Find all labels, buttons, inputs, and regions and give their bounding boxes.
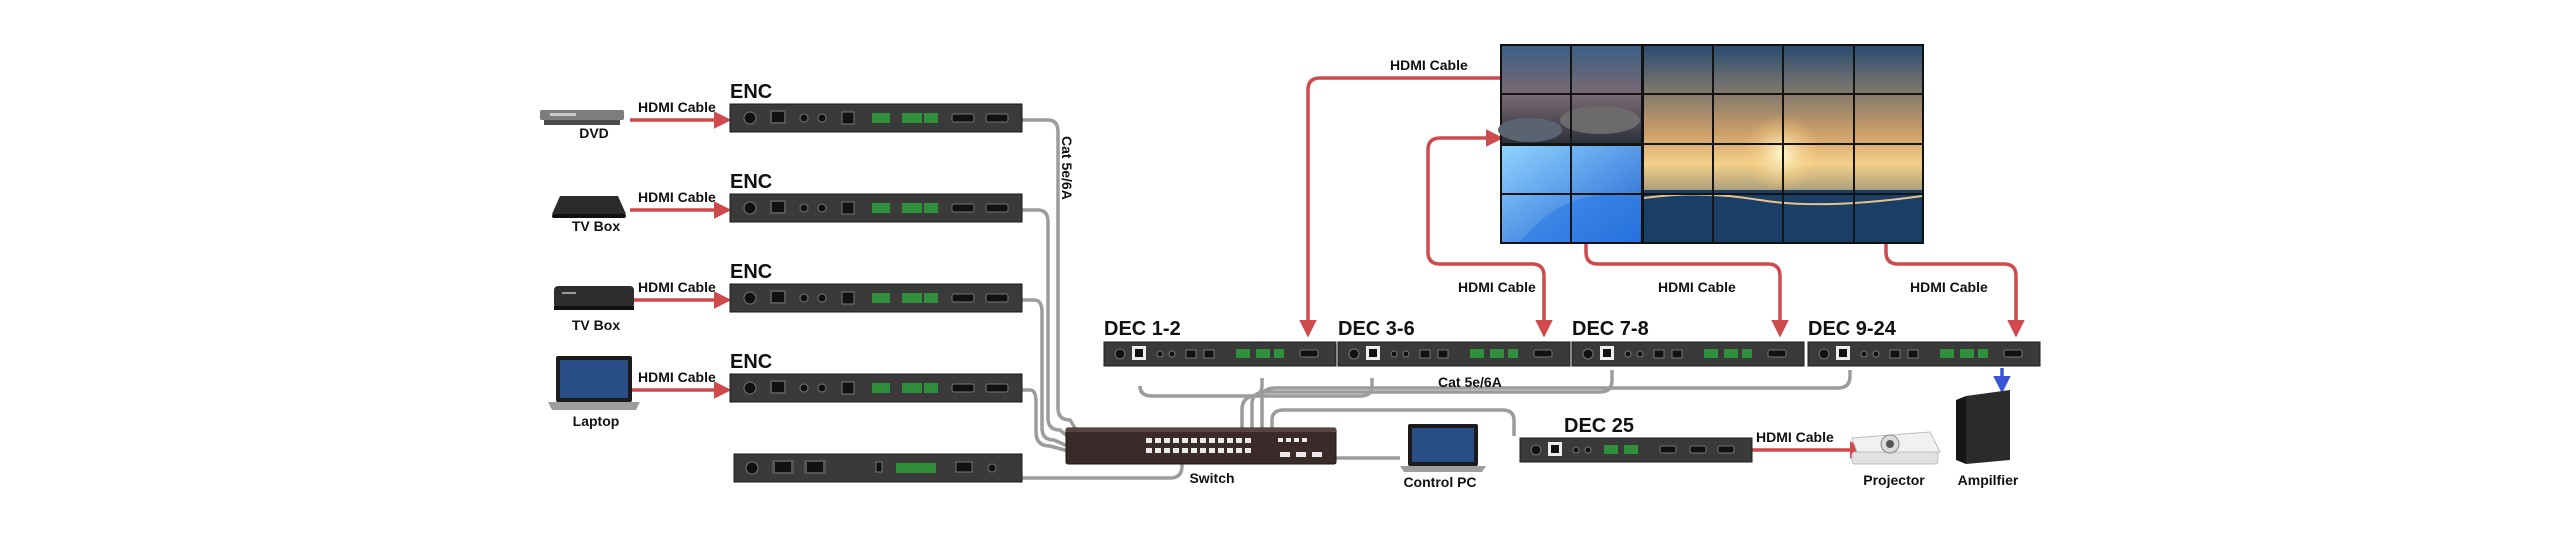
cat-cable-dec36 — [1240, 378, 1374, 432]
encoder-1 — [729, 103, 1023, 133]
tv-box-icon — [552, 196, 626, 218]
cat-cable-dec25 — [1270, 408, 1516, 436]
hdmi-cable-label-3: HDMI Cable — [638, 279, 716, 295]
source-label-dvd: DVD — [579, 125, 609, 141]
decoder-label-25: DEC 25 — [1564, 415, 1634, 437]
cat-cable-dec12 — [1138, 378, 1264, 398]
hdmi-cable-label-wall-1: HDMI Cable — [1390, 57, 1468, 73]
hdmi-cable-label-projector: HDMI Cable — [1756, 429, 1834, 445]
hdmi-cable-dec12-wall — [1299, 76, 1500, 338]
decoder-label-1-2: DEC 1-2 — [1104, 318, 1181, 340]
encoder-label-1: ENC — [730, 81, 772, 103]
hdmi-cables — [630, 76, 2025, 459]
speaker-icon — [1956, 390, 2010, 464]
cat-cable-dec924 — [1260, 370, 1852, 432]
cat-cable-enc1 — [1022, 118, 1077, 429]
hdmi-cable-label-wall-4: HDMI Cable — [1910, 279, 1988, 295]
hdmi-cable-label-wall-2: HDMI Cable — [1458, 279, 1536, 295]
network-switch-icon — [1065, 427, 1337, 465]
hdmi-cable-label-wall-3: HDMI Cable — [1658, 279, 1736, 295]
decoder-dec-9-24 — [1807, 341, 2041, 367]
dvd-player-icon — [540, 110, 624, 125]
cat-cable-label-vertical: Cat 5e/6A — [1059, 136, 1075, 200]
video-wall-icon — [1498, 44, 1924, 244]
source-label-laptop: Laptop — [573, 413, 620, 429]
decoder-dec-7-8 — [1571, 341, 1805, 367]
controller-box — [733, 453, 1023, 483]
hdmi-cable-label-4: HDMI Cable — [638, 369, 716, 385]
tv-box-icon — [554, 286, 634, 310]
control-pc-label: Control PC — [1403, 474, 1476, 490]
projector-icon — [1851, 431, 1941, 465]
decoder-label-3-6: DEC 3-6 — [1338, 318, 1415, 340]
decoder-dec-25 — [1519, 437, 1753, 463]
switch-label: Switch — [1189, 470, 1234, 486]
cat-cable-label-horizontal: Cat 5e/6A — [1438, 374, 1502, 390]
encoder-3 — [729, 283, 1023, 313]
hdmi-cable-label-2: HDMI Cable — [638, 189, 716, 205]
decoder-dec-1-2 — [1103, 341, 1337, 367]
encoder-label-2: ENC — [730, 171, 772, 193]
laptop-icon — [548, 356, 640, 410]
hdmi-cable-dec78-wall — [1584, 244, 1789, 338]
amplifier-label: Ampilfier — [1958, 472, 2019, 488]
source-label-tvbox-1: TV Box — [572, 218, 620, 234]
decoder-label-7-8: DEC 7-8 — [1572, 318, 1649, 340]
decoder-label-9-24: DEC 9-24 — [1808, 318, 1897, 340]
encoder-2 — [729, 193, 1023, 223]
projector-label: Projector — [1863, 472, 1925, 488]
hdmi-cable-dec36-wall — [1426, 129, 1553, 338]
hdmi-cable-dec924-wall — [1884, 244, 2025, 338]
cat-cable-enc2 — [1022, 208, 1074, 442]
encoder-label-4: ENC — [730, 351, 772, 373]
cat-cables — [1022, 118, 1852, 480]
hdmi-cable-label-1: HDMI Cable — [638, 99, 716, 115]
decoder-dec-3-6 — [1337, 341, 1571, 367]
source-label-tvbox-2: TV Box — [572, 317, 620, 333]
cat-cable-dec78 — [1250, 370, 1614, 432]
cat-cable-enc4 — [1022, 388, 1073, 454]
cat-cable-enc3 — [1022, 298, 1073, 450]
cat-cable-controller — [1022, 458, 1184, 480]
encoder-label-3: ENC — [730, 261, 772, 283]
encoder-4 — [729, 373, 1023, 403]
laptop-icon — [1400, 424, 1486, 472]
